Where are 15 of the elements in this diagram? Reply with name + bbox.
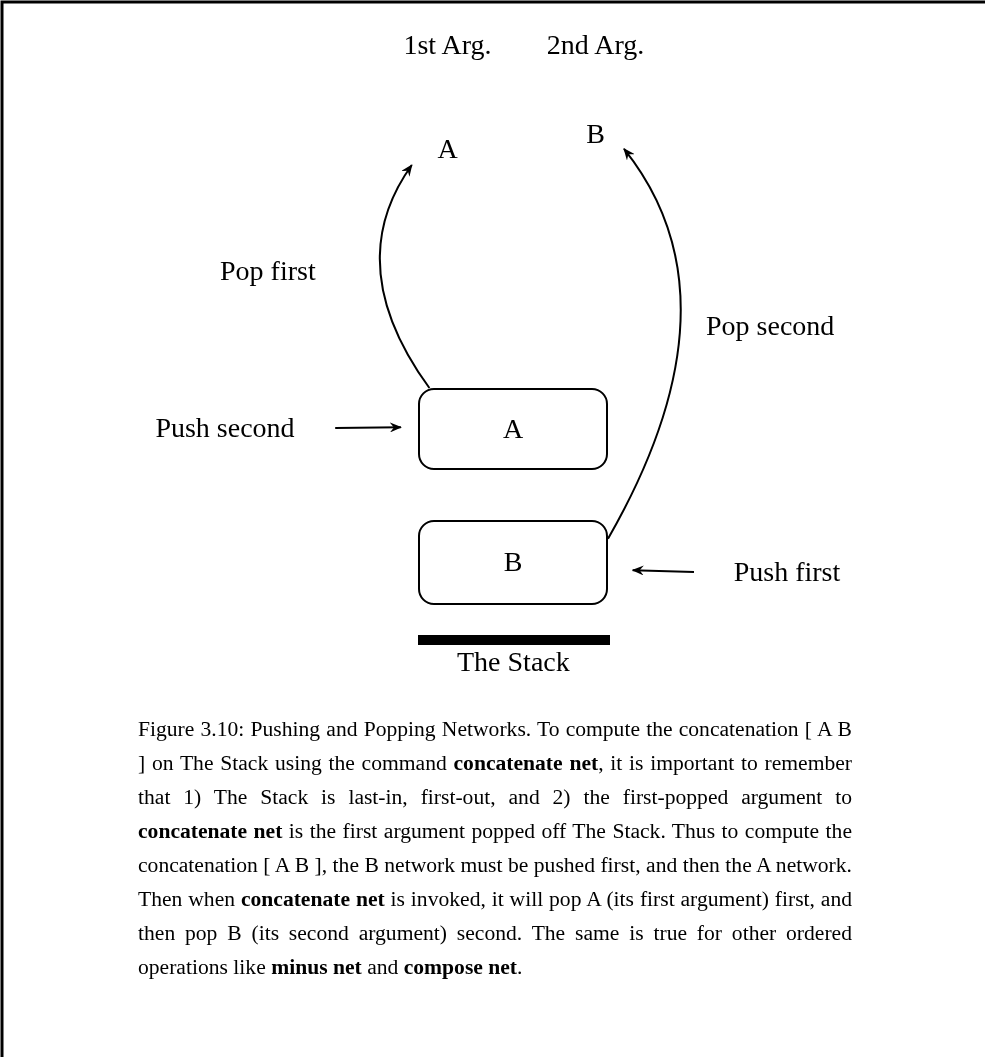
- stack-item-label: B: [586, 119, 605, 150]
- push-label: Push first: [733, 556, 841, 588]
- arrow: [607, 147, 682, 540]
- stack-item-label: A: [437, 134, 458, 165]
- arrow: [378, 164, 431, 389]
- stack-item-label: B: [503, 547, 523, 578]
- push-label: Push second: [155, 412, 295, 444]
- arrow: [334, 422, 402, 433]
- stack-item-label: A: [502, 413, 524, 445]
- heading: 1st Arg.: [403, 30, 492, 61]
- arrow: [631, 565, 695, 576]
- stack-item-box: [418, 388, 608, 470]
- heading: 2nd Arg.: [546, 30, 645, 61]
- stack-item-box: [418, 520, 608, 605]
- figure-caption: Figure 3.10: Pushing and Popping Networks. To compute the concatenation [ A B ] on The Stack using the command concatenate net, it is important to remember that 1) The Stack is last-in, first-out, and 2) the first-popped argument to concatenate net is the first argument popped off The Stack. Thus to compute the concatenation [ A B ], the B network must be pushed first, and then the A network. Then when concatenate net is invoked, it will pop A (its first argument) first, and then pop B (its second argument) second. The same is true for other ordered operations like minus net and compose net.: [138, 716, 852, 981]
